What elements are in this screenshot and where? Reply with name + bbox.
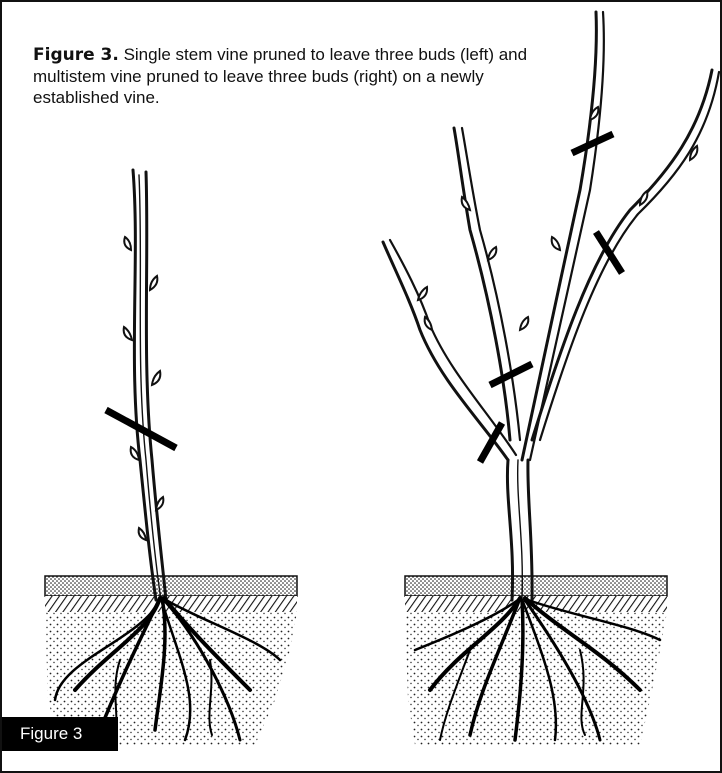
- bud: [139, 528, 146, 540]
- multistem-vine: [383, 12, 719, 745]
- pruning-cut-mark: [106, 410, 176, 448]
- bud: [520, 317, 528, 330]
- bud: [418, 287, 427, 300]
- bud: [124, 327, 132, 340]
- trunk: [133, 170, 166, 600]
- trunk-and-canes: [383, 12, 719, 600]
- bud: [488, 247, 496, 260]
- single-stem-vine: [45, 170, 297, 745]
- pruning-cut-mark: [572, 134, 613, 153]
- pruning-cut-marks: [480, 134, 622, 462]
- figure-badge: Figure 3: [2, 717, 118, 751]
- soil-surface: [45, 576, 297, 596]
- bud: [156, 497, 163, 510]
- bud: [552, 237, 560, 250]
- bud: [425, 317, 432, 330]
- bud: [150, 276, 157, 290]
- bud: [640, 191, 647, 205]
- bud: [152, 371, 160, 385]
- pruning-cut-mark: [596, 232, 622, 273]
- soil-surface: [405, 576, 667, 596]
- bud: [124, 237, 131, 250]
